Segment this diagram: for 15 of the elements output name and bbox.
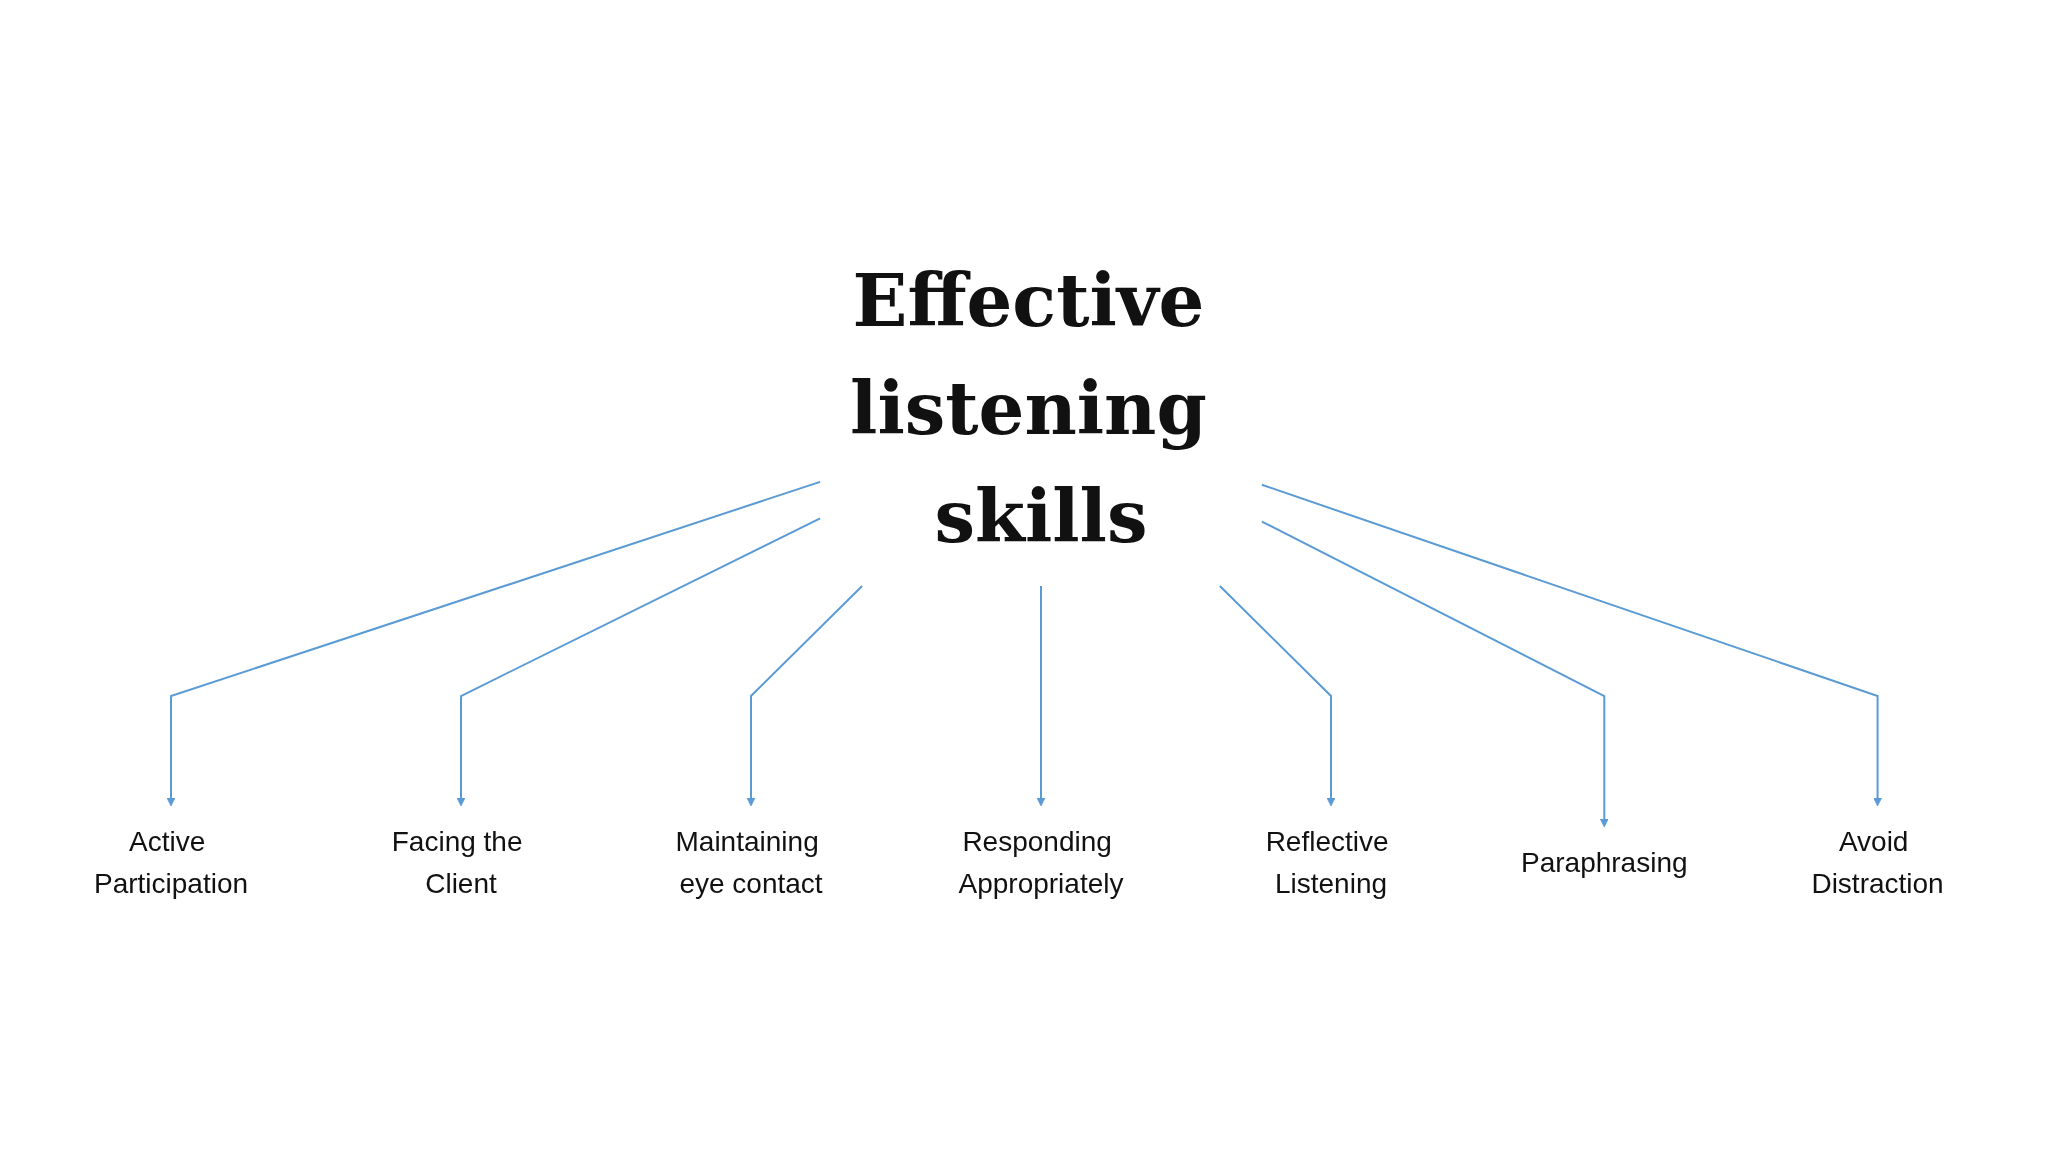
node-text: Responding Appropriately bbox=[958, 826, 1124, 899]
arrow bbox=[1218, 585, 1336, 807]
arrow bbox=[1260, 483, 1882, 807]
node-text: Active Participation bbox=[93, 826, 248, 899]
arrow bbox=[1260, 520, 1609, 828]
arrow bbox=[166, 480, 821, 807]
arrow bbox=[1036, 585, 1046, 807]
arrow bbox=[746, 585, 863, 807]
arrow bbox=[456, 517, 821, 807]
node-text: Reflective Listening bbox=[1265, 826, 1389, 899]
node-text: Facing the Client bbox=[391, 826, 523, 899]
node-text: Maintaining eye contact bbox=[675, 826, 823, 899]
node-text: Effective listening skills bbox=[849, 258, 1207, 559]
node-text: Avoid Distraction bbox=[1811, 826, 1944, 899]
node-text: Paraphrasing bbox=[1520, 847, 1688, 878]
